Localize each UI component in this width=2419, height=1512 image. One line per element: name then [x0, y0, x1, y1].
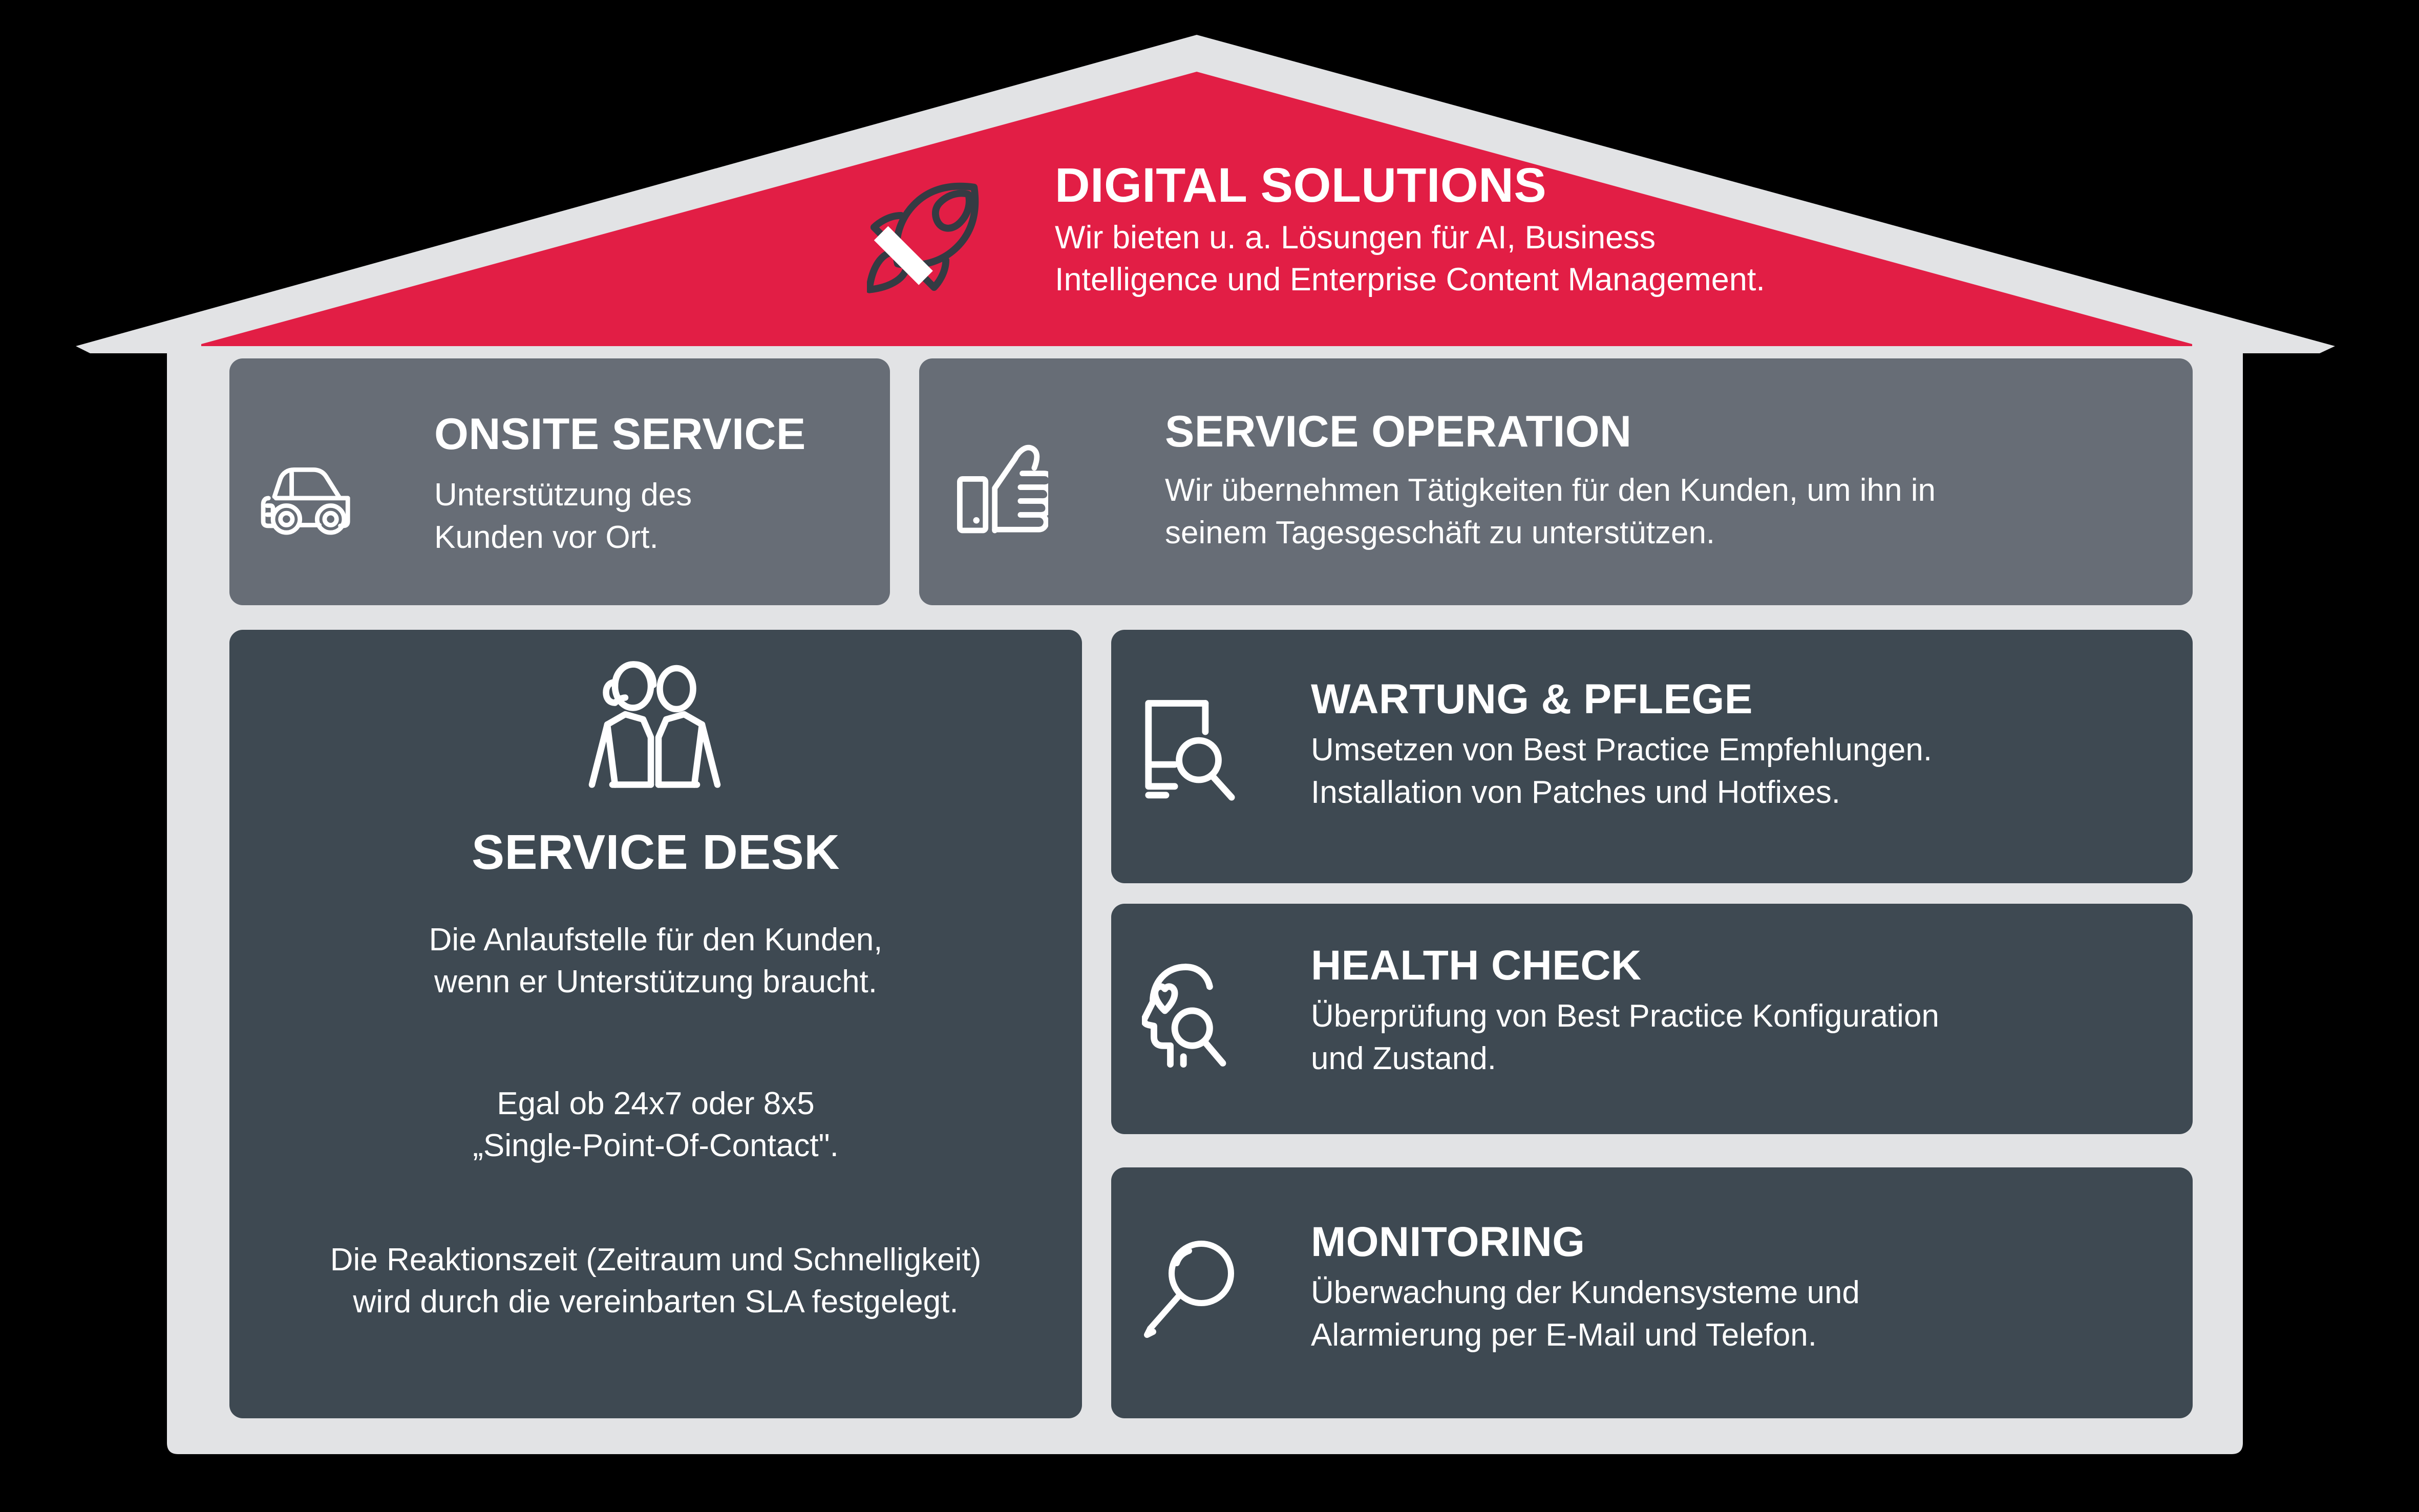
desk-paragraph2-line2: „Single-Point-Of-Contact". [473, 1127, 839, 1163]
card-body-operation-line1: Wir übernehmen Tätigkeiten für den Kunde… [1165, 473, 1936, 508]
desk-paragraph2-line1: Egal ob 24x7 oder 8x5 [497, 1086, 815, 1121]
card-body-monitoring-line1: Überwachung der Kundensysteme und [1311, 1275, 1860, 1310]
car-icon [255, 458, 352, 535]
head-heart-magnifier-icon [1142, 960, 1247, 1070]
two-people-headset-icon [582, 661, 730, 789]
card-body-operation-line2: seinem Tagesgeschäft zu unterstützen. [1165, 515, 1715, 551]
card-title-health: HEALTH CHECK [1311, 942, 1642, 989]
roof-text-block: DIGITAL SOLUTIONS Wir bieten u. a. Lösun… [1055, 161, 1925, 301]
rocket-icon [867, 177, 985, 294]
card-body-monitoring-line2: Alarmierung per E-Mail und Telefon. [1311, 1317, 1817, 1353]
desk-paragraph1-line2: wenn er Unterstützung braucht. [434, 964, 878, 999]
card-monitoring[interactable]: MONITORING Überwachung der Kundensysteme… [1111, 1167, 2193, 1418]
card-title-monitoring: MONITORING [1311, 1219, 1585, 1265]
card-health-check[interactable]: HEALTH CHECK Überprüfung von Best Practi… [1111, 904, 2193, 1134]
roof-subtitle-line2: Intelligence und Enterprise Content Mana… [1055, 261, 1765, 297]
card-body-health-line2: und Zustand. [1311, 1041, 1496, 1077]
roof-title: DIGITAL SOLUTIONS [1055, 158, 1547, 212]
card-wartung-pflege[interactable]: WARTUNG & PFLEGE Umsetzen von Best Pract… [1111, 630, 2193, 883]
card-body-onsite-line2: Kunden vor Ort. [434, 520, 659, 556]
card-title-service-desk: SERVICE DESK [471, 825, 840, 880]
monitor-magnifier-icon [1142, 696, 1247, 806]
card-title-wartung: WARTUNG & PFLEGE [1311, 676, 1753, 722]
card-body-wartung-line2: Installation von Patches und Hotfixes. [1311, 775, 1840, 811]
magnifier-icon [1142, 1237, 1244, 1339]
desk-paragraph1-line1: Die Anlaufstelle für den Kunden, [429, 922, 883, 957]
card-service-desk[interactable]: SERVICE DESK Die Anlaufstelle für den Ku… [229, 630, 1082, 1418]
card-body-onsite-line1: Unterstützung des [434, 477, 692, 513]
roof-subtitle-line1: Wir bieten u. a. Lösungen für AI, Busine… [1055, 220, 1656, 255]
card-title-operation: SERVICE OPERATION [1165, 407, 1632, 456]
thumbs-up-icon [956, 440, 1048, 535]
roof-red [201, 72, 2192, 346]
card-onsite-service[interactable]: ONSITE SERVICE Unterstützung des Kunden … [229, 358, 890, 605]
card-title-onsite: ONSITE SERVICE [434, 410, 806, 459]
desk-paragraph3-line2: wird durch die vereinbarten SLA festgele… [353, 1284, 959, 1319]
card-body-health-line1: Überprüfung von Best Practice Konfigurat… [1311, 998, 1939, 1034]
card-service-operation[interactable]: SERVICE OPERATION Wir übernehmen Tätigke… [919, 358, 2193, 605]
card-body-wartung-line1: Umsetzen von Best Practice Empfehlungen. [1311, 732, 1933, 768]
desk-paragraph3-line1: Die Reaktionszeit (Zeitraum und Schnelli… [330, 1242, 982, 1277]
